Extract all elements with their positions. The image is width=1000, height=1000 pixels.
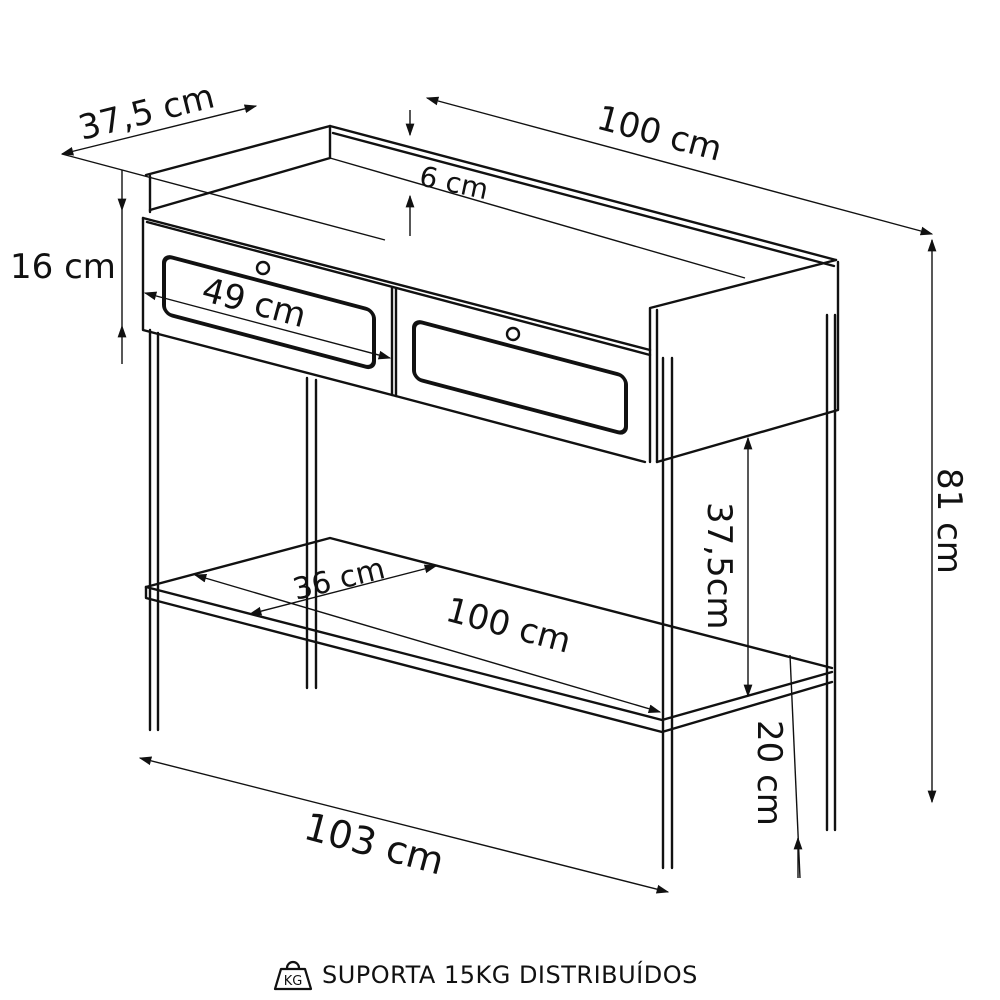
dim-top-depth: 37,5 cm (75, 76, 219, 148)
dim-drawer-box-height: 16 cm (10, 247, 116, 287)
dim-total-height: 81 cm (929, 468, 969, 574)
dim-leg-span-width: 103 cm (300, 804, 449, 883)
load-capacity-note: KG SUPORTA 15KG DISTRIBUÍDOS (272, 958, 698, 992)
dim-shelf-width: 100 cm (442, 590, 576, 662)
dim-shelf-depth: 36 cm (289, 551, 388, 608)
dim-top-width: 100 cm (593, 98, 727, 170)
dim-shelf-height-from-floor: 20 cm (749, 720, 789, 826)
svg-text:KG: KG (284, 974, 303, 989)
table-outline (141, 124, 840, 870)
kg-weight-icon: KG (273, 960, 313, 991)
dimension-lines (60, 96, 937, 894)
dim-shelf-clearance: 37,5cm (699, 502, 739, 630)
load-capacity-text: SUPORTA 15KG DISTRIBUÍDOS (322, 961, 698, 989)
